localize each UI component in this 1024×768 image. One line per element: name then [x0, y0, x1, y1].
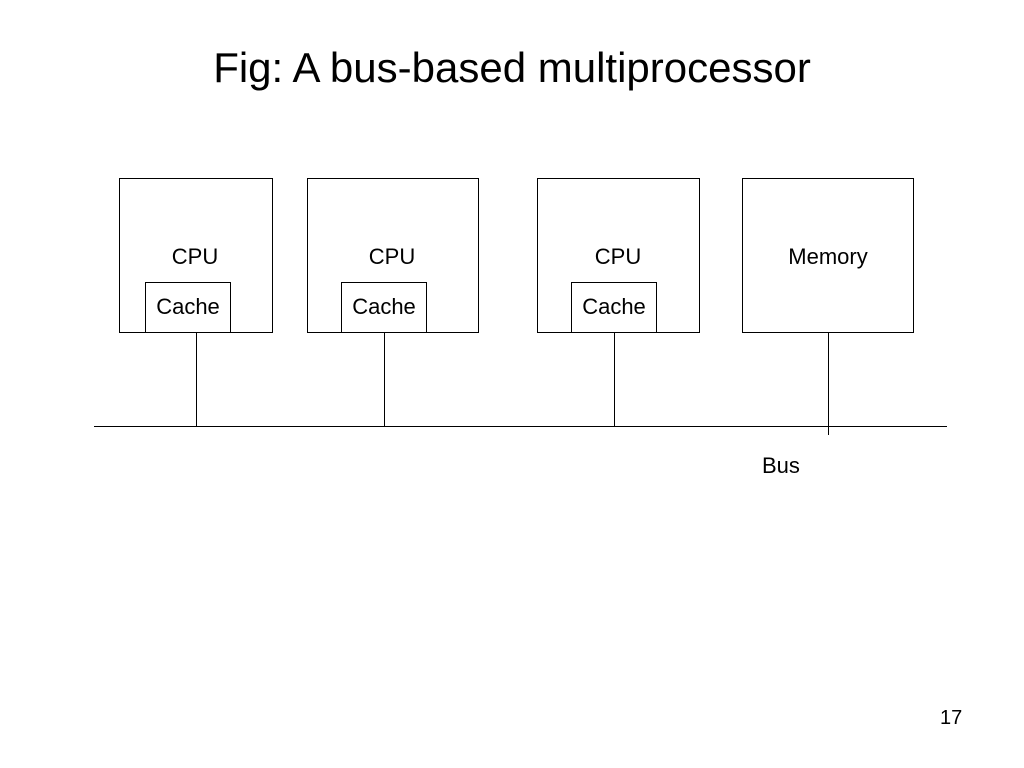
cpu-label-1: CPU	[171, 244, 219, 269]
cpu-box-3	[537, 178, 700, 333]
slide-title: Fig: A bus-based multiprocessor	[213, 44, 811, 91]
cache-box-3: Cache	[571, 282, 657, 333]
connector-line-1	[196, 333, 197, 427]
connector-line-2	[384, 333, 385, 427]
cache-box-2: Cache	[341, 282, 427, 333]
connector-line-3	[614, 333, 615, 427]
page-number: 17	[940, 707, 963, 729]
cache-box-1: Cache	[145, 282, 231, 333]
cpu-label-3: CPU	[594, 244, 642, 269]
memory-connector-line	[828, 333, 829, 435]
cpu-label-2: CPU	[368, 244, 416, 269]
memory-label: Memory	[788, 244, 868, 269]
bus-line	[94, 426, 947, 427]
memory-box	[742, 178, 914, 333]
bus-label: Bus	[762, 453, 800, 478]
